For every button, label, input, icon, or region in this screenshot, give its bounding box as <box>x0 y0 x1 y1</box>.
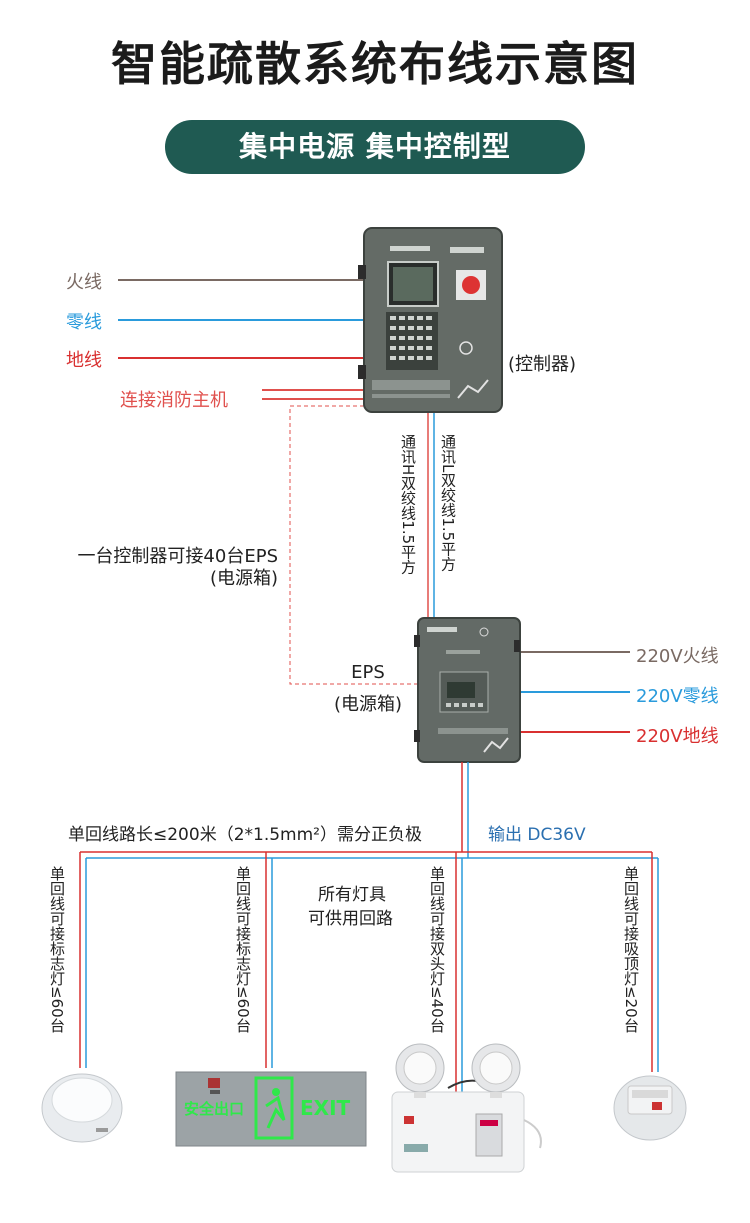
ceiling-sign-lamp-icon <box>41 1073 123 1143</box>
capacity-note-line1: 一台控制器可接40台EPS <box>77 546 278 567</box>
eps-earth-label: 220V地线 <box>636 726 719 747</box>
comm-h-label: 通讯H双绞线1.5平方 <box>399 434 417 575</box>
shared-note-line2: 可供用回路 <box>308 909 393 929</box>
exit-sign-cn-text: 安全出口 <box>184 1100 245 1118</box>
eps-name: EPS <box>351 662 385 683</box>
eps-sub-label: (电源箱) <box>333 694 403 715</box>
controller-neutral-label: 零线 <box>66 312 102 333</box>
controller-live-label: 火线 <box>66 272 102 293</box>
controller-label: (控制器) <box>508 354 577 375</box>
eps-live-label: 220V火线 <box>636 646 719 667</box>
branch-2-label: 单回线可接标志灯≤60台 <box>234 866 252 1033</box>
shared-note-line1: 所有灯具 <box>318 885 386 905</box>
exit-sign-en-text: EXIT <box>300 1096 351 1120</box>
subtitle-pill: 集中电源 集中控制型 <box>165 120 585 174</box>
comm-l-label: 通讯L双绞线1.5平方 <box>439 434 457 572</box>
circuit-length-note: 单回线路长≤200米（2*1.5mm²）需分正负极 <box>68 825 422 845</box>
branch-4-label: 单回线可接吸顶灯≤20台 <box>622 866 640 1033</box>
controller-eps-dashed-link <box>289 405 418 685</box>
output-voltage-note: 输出 DC36V <box>488 825 586 845</box>
branch-1-label: 单回线可接标志灯≤60台 <box>48 866 66 1033</box>
controller-cabinet <box>358 227 503 413</box>
controller-earth-label: 地线 <box>66 350 102 371</box>
eps-cabinet <box>414 617 521 763</box>
ceiling-lamp-icon <box>613 1075 687 1141</box>
twin-head-lamp-icon <box>391 1043 542 1173</box>
page-title: 智能疏散系统布线示意图 <box>111 37 639 91</box>
fire-link-label: 连接消防主机 <box>120 390 228 411</box>
eps-neutral-label: 220V零线 <box>636 686 719 707</box>
exit-sign-icon <box>175 1071 367 1147</box>
capacity-note-line2: (电源箱) <box>209 568 278 589</box>
branch-3-label: 单回线可接双头灯≤40台 <box>428 866 446 1033</box>
